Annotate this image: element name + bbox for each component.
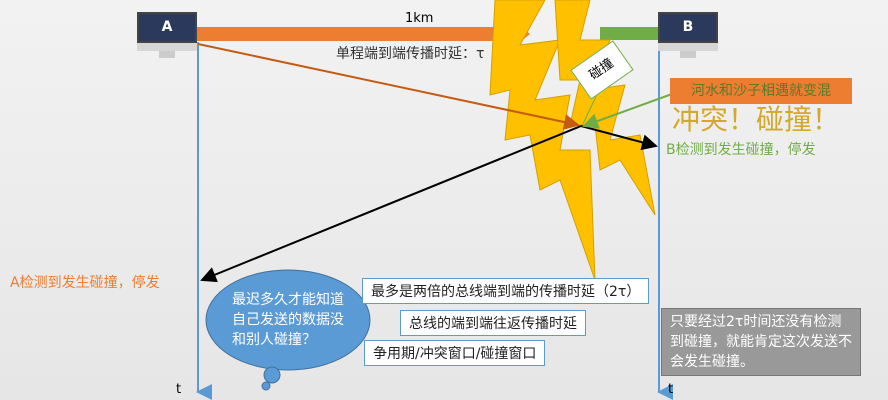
answer-box-2: 总线的端到端往返传播时延	[400, 310, 586, 336]
host-a-monitor: A	[137, 12, 197, 58]
collision-to-a	[200, 125, 582, 283]
cloud-question: 最迟多久才能知道自己发送的数据没和别人碰撞？	[232, 292, 344, 348]
gray-note: 只要经过2τ时间还没有检测到碰撞，就能肯定这次发送不会发生碰撞。	[661, 308, 861, 376]
thought-cloud	[205, 269, 371, 371]
signal-b-path	[582, 93, 673, 129]
answer-box-3: 争用期/冲突窗口/碰撞窗口	[364, 340, 546, 366]
host-b-monitor: B	[658, 12, 718, 58]
river-note: 河水和沙子相遇就变混	[670, 78, 852, 104]
one-way-delay-label: 单程端到端传播时延：τ	[336, 46, 485, 62]
big-collision-text: 冲突！碰撞！	[672, 103, 841, 136]
signal-bar-b	[600, 27, 659, 40]
lightning-bolt-2	[554, 0, 656, 216]
lightning-bolt-1	[489, 0, 596, 281]
time-axis-b-label: t	[668, 382, 674, 397]
distance-label: 1km	[405, 11, 434, 26]
b-detect-label: B检测到发生碰撞，停发	[666, 142, 816, 158]
signal-arrow-a	[197, 22, 530, 46]
a-detect-label: A检测到发生碰撞，停发	[10, 275, 160, 291]
collision-to-b	[580, 125, 658, 151]
answer-box-1: 最多是两倍的总线端到端的传播时延（2τ）	[362, 278, 650, 304]
time-axis-a-label: t	[176, 382, 182, 397]
signal-a-path	[197, 43, 580, 130]
